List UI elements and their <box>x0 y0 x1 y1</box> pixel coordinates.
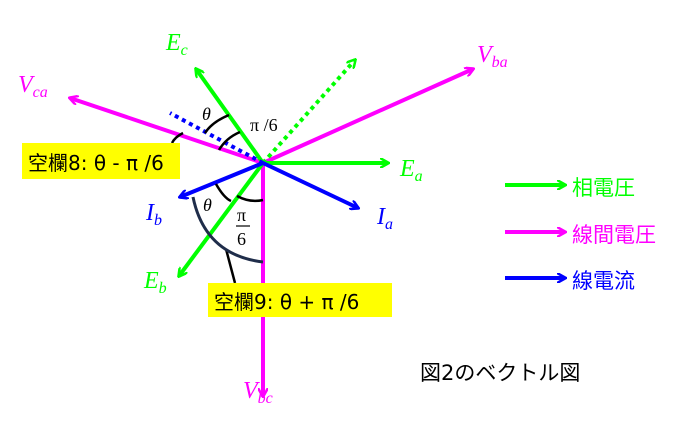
legend-line-voltage: 線間電圧 <box>572 223 656 247</box>
vector-dotted-green <box>261 60 355 165</box>
blank9-box: 空欄9: θ + π /6 <box>208 283 392 317</box>
vector-vca <box>70 98 264 165</box>
vector-ia <box>262 161 358 208</box>
label-ib: Ib <box>145 200 162 229</box>
angle-arc-blank8 <box>170 131 184 144</box>
label-vba: Vba <box>477 42 508 71</box>
angle-theta-bottom: θ <box>203 195 212 215</box>
angle-pi6-top: π /6 <box>250 115 278 135</box>
label-vca: Vca <box>18 72 48 101</box>
blank8-box: 空欄8: θ - π /6 <box>22 143 180 179</box>
label-ec: Ec <box>165 30 188 59</box>
vector-vba <box>262 69 473 165</box>
label-eb: Eb <box>143 268 167 297</box>
legend-phase-voltage: 相電圧 <box>572 176 635 200</box>
vector-ib <box>180 161 264 197</box>
angle-arc-pi6-bottom <box>236 194 264 203</box>
leader-line-blank9 <box>224 248 237 284</box>
figure-caption: 図2のベクトル図 <box>420 361 581 385</box>
angle-theta-top: θ <box>202 104 211 124</box>
angle-arc-theta-top <box>203 113 230 134</box>
label-ia: Ia <box>376 204 393 233</box>
legend-arrows <box>505 185 565 278</box>
angle-arc-blank9 <box>191 196 264 264</box>
vector-eb <box>179 161 265 276</box>
angle-arc-pi6-top <box>217 130 241 151</box>
vector-ec <box>196 69 265 165</box>
label-vbc: Vbc <box>243 378 273 407</box>
angle-pi6-numerator: π <box>237 205 246 225</box>
angle-arc-theta-bottom <box>214 183 232 203</box>
vector-dotted-blue <box>169 111 264 165</box>
label-ea: Ea <box>399 156 423 185</box>
angle-pi6-denominator: 6 <box>237 229 246 249</box>
legend-line-current: 線電流 <box>572 269 635 293</box>
